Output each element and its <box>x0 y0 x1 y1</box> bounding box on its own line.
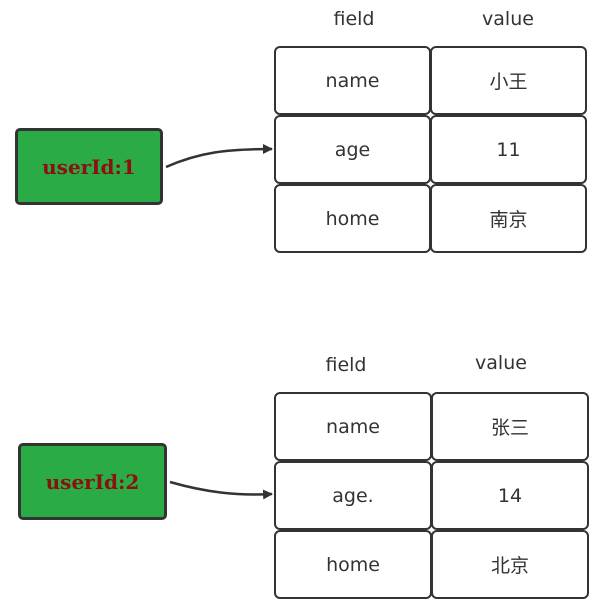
value-cell-name: 张三 <box>431 392 589 461</box>
value-column-header: value <box>475 352 527 374</box>
value-cell-home: 北京 <box>431 530 589 599</box>
field-cell-name: name <box>274 46 431 115</box>
value-cell-age: 11 <box>430 115 587 184</box>
value-cell-home: 南京 <box>430 184 587 253</box>
field-cell-home: home <box>274 184 431 253</box>
field-cell-name: name <box>274 392 432 461</box>
hash-key-box: userId:2 <box>18 443 167 520</box>
field-cell-age: age <box>274 115 431 184</box>
arrow-key2-to-hash <box>169 480 273 500</box>
field-column-header: field <box>333 8 375 30</box>
value-cell-age: 14 <box>431 461 589 530</box>
field-cell-home: home <box>274 530 432 599</box>
value-column-header: value <box>482 8 534 30</box>
arrow-key1-to-hash <box>165 144 273 169</box>
value-cell-name: 小王 <box>430 46 587 115</box>
field-column-header: field <box>325 354 367 376</box>
hash-key-box: userId:1 <box>15 128 163 205</box>
field-cell-age: age. <box>274 461 432 530</box>
